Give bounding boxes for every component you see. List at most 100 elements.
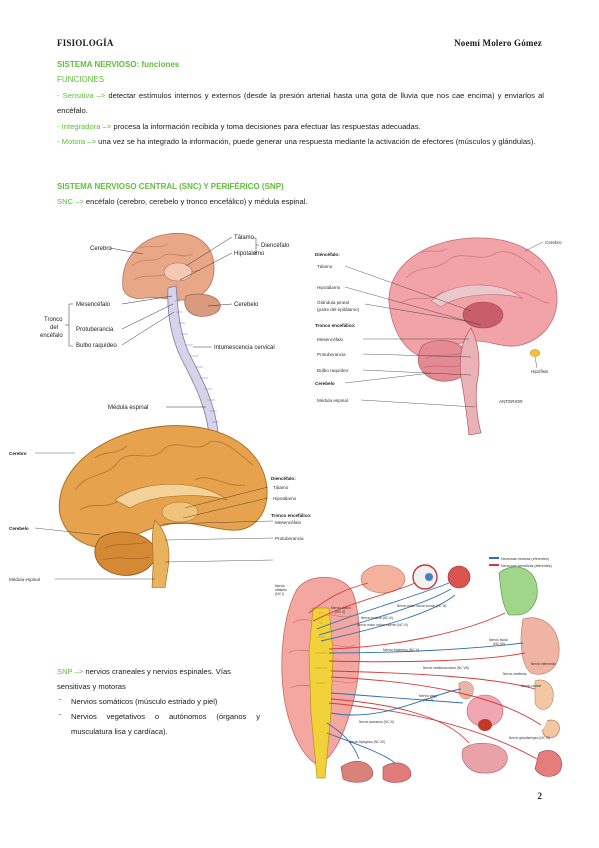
section1-title: SISTEMA NERVIOSO: funciones (57, 60, 180, 69)
term-snc: SNC –> (57, 197, 84, 206)
figure-brain-sagittal-pink: Cerebro Diencéfalo: Tálamo Hipotálamo Gl… (315, 237, 562, 436)
fig3-label-talamo: Tálamo (273, 485, 289, 490)
fig4-label-n7-b: (NC VII) (493, 642, 505, 646)
fig2-label-bulbo: Bulbo raquídeo (317, 368, 349, 373)
thalamus-shape (161, 501, 199, 523)
fig3-label-hipotalamo: Hipotálamo (273, 496, 297, 501)
fig1-label-diencefalo: Diencéfalo (261, 243, 290, 249)
fig1-label-medula: Médula espinal (108, 405, 148, 411)
corpus-callosum-shape (430, 284, 524, 308)
section1-subtitle: FUNCIONES (57, 75, 105, 84)
fig4-label-n7-a: Nervio facial (489, 638, 508, 642)
face-profile-illustration (520, 617, 560, 675)
function-integradora: - Integradora –> procesa la información … (57, 119, 544, 134)
fig4-label-n1-c: (NC I) (275, 592, 284, 596)
snp-definition: SNP –> nervios craneales y nervios espin… (57, 664, 260, 694)
thalamus-shape (163, 262, 193, 282)
fig3-label-mesencefalo: Mesencéfalo (275, 520, 301, 525)
fig4-label-n3: Nervio motor ocular común (NC III) (397, 604, 446, 608)
fig2-label-hipofisis: Hipófisis (531, 369, 549, 374)
snp-item-somaticos: Nervios somáticos (músculo estriado y pi… (57, 692, 260, 709)
fig4-label-n5: Nervio trigémino (NC V) (383, 648, 419, 652)
fig4-label-n9: Nervio glosofaríngeo (NC IX) (509, 736, 550, 740)
fig4-legend-motor: Neuronas motoras (eferentes) (501, 557, 549, 561)
snp-block: SNP –> nervios craneales y nervios espin… (57, 664, 260, 739)
fig3-label-medula: Médula espinal (9, 577, 40, 582)
fig4-label-n4: Nervio troclear (NC IV) (361, 616, 393, 620)
text-sensitiva: detectar estímulos internos y externos (… (57, 91, 544, 115)
fig4-label-n2-a: Nervio óptico (331, 606, 351, 610)
thalamus-shape (462, 301, 504, 329)
fig4-label-n10-b: (NC X) (423, 698, 433, 702)
larynx-illustration (458, 681, 474, 700)
fig4-label-coclear: Nervio coclear (521, 684, 542, 688)
fig1-label-cerebro: Cerebro (90, 246, 112, 252)
fig3-label-cerebelo: Cerebelo (9, 526, 29, 531)
nose-illustration (360, 564, 406, 594)
fig4-label-n1-a: Nervio (275, 584, 285, 588)
throat-muscle-illustration (340, 761, 374, 783)
fig2-label-medula: Médula espinal (317, 398, 348, 403)
text-integradora: procesa la información recibida y toma d… (111, 122, 421, 131)
fig3-label-diencefalo: Diencéfalo: (271, 476, 296, 481)
fig4-label-n11: Nervio accesorio (NC XI) (359, 720, 394, 724)
heart-illustration (478, 719, 492, 731)
fig4-label-n12: Nervio hipogloso (NC XII) (349, 740, 385, 744)
term-snp: SNP –> (57, 667, 84, 676)
snc-definition: SNC –> encéfalo (cerebro, cerebelo y tro… (57, 194, 544, 209)
eye-muscles-illustration (447, 565, 471, 589)
snp-item-vegetativos: Nervios vegetativos o autónomos (órganos… (57, 707, 260, 739)
fig1-label-cerebelo: Cerebelo (234, 302, 259, 308)
cerebellum-shape (94, 531, 157, 576)
term-sensitiva: - Sensitiva –> (57, 91, 106, 100)
fig2-label-tronco: Tronco encefálico: (315, 323, 356, 328)
fig2-label-cerebro: Cerebro (545, 240, 562, 245)
figure-brain-sagittal-orange: Cerebro Cerebelo Médula espinal Diencéfa… (9, 425, 312, 588)
fig3-label-cerebro: Cerebro (9, 451, 27, 456)
fig1-label-tronco-2: del (50, 325, 58, 331)
function-motora: - Motora –> una vez se ha integrado la i… (57, 134, 544, 149)
cochlea-illustration (542, 719, 560, 739)
head-profile-green (498, 566, 538, 616)
text-snp: nervios craneales y nervios espinales. V… (57, 667, 231, 691)
fig2-label-hipotalamo: Hipotálamo (317, 285, 341, 290)
fig2-label-diencefalo: Diencéfalo: (315, 252, 340, 257)
fig2-label-glandula-2: (parte del epitálamo) (317, 307, 360, 312)
term-motora: - Motora –> (57, 137, 97, 146)
fig3-label-protuberancia: Protuberancia (275, 536, 304, 541)
fig1-label-talamo: Tálamo (234, 235, 255, 241)
fig2-label-talamo: Tálamo (317, 264, 333, 269)
text-motora: una vez se ha integrado la información, … (96, 137, 536, 146)
fig4-label-n8: Nervio vestibulococlear (NC VIII) (423, 666, 469, 670)
header-subject: FISIOLOGÍA (57, 38, 114, 48)
brainstem-shape (459, 327, 482, 436)
fig2-label-mesencefalo: Mesencéfalo (317, 337, 343, 342)
figure-brain-spinal-cord: Cerebro Tálamo Hipotálamo Diencéfalo Cer… (40, 232, 290, 434)
fig4-label-n2-b: (NC II) (335, 610, 345, 614)
fig4-label-vestibular: Nervio vestibular (503, 672, 528, 676)
term-integradora: - Integradora –> (57, 122, 112, 131)
fig4-label-n10-a: Nervio vago (419, 694, 437, 698)
pituitary-shape (529, 349, 541, 357)
tongue-illustration (534, 750, 563, 777)
brainstem-shape (151, 519, 170, 588)
brainstem-yellow-shape (308, 607, 334, 779)
fig4-label-intermedio: Nervio intermedio (531, 662, 556, 666)
fig3-label-tronco: Tronco encefálico: (271, 513, 312, 518)
figure-cranial-nerves: Neuronas motoras (eferentes) Neuronas se… (273, 553, 566, 785)
fig2-label-anterior: ANTERIOR (499, 399, 523, 404)
ear-illustration (534, 679, 554, 710)
fig4-label-n6: Nervio motor ocular externo (NC VI) (357, 623, 408, 627)
page-number: 2 (537, 791, 543, 801)
function-sensitiva: - Sensitiva –> detectar estímulos intern… (57, 88, 544, 118)
fig1-label-mesencefalo: Mesencéfalo (76, 302, 111, 308)
fig1-label-bulbo: Bulbo raquídeo (76, 343, 117, 349)
header-author: Noemí Molero Gómez (454, 38, 542, 48)
snp-list: Nervios somáticos (músculo estriado y pi… (57, 692, 260, 739)
fig4-label-n1-b: olfatorio (275, 588, 287, 592)
tongue-muscle-illustration (382, 762, 412, 783)
fig1-label-intumescencia: Intumescencia cervical (214, 345, 275, 351)
fig4-legend-sensitive: Neuronas sensitivas (aferentes) (501, 564, 552, 568)
fig1-label-protuberancia: Protuberancia (76, 327, 114, 333)
text-snc: encéfalo (cerebro, cerebelo y tronco enc… (83, 197, 308, 206)
